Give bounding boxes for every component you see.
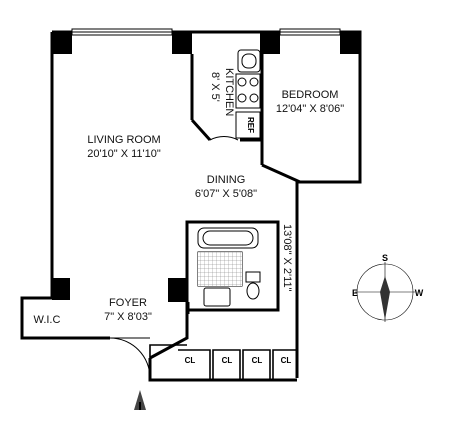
- bathroom-fixtures: [197, 227, 261, 307]
- closet-label-4: CL: [281, 356, 292, 365]
- entrance-arrow-icon: [134, 390, 146, 410]
- room-labels: LIVING ROOM 20'10" X 11'10" KITCHEN 8' X…: [34, 68, 345, 365]
- compass-rose-icon: S E W: [352, 253, 424, 322]
- closet-label-3: CL: [252, 356, 263, 365]
- bedroom-name: BEDROOM: [282, 89, 339, 101]
- compass-e: E: [352, 288, 358, 298]
- wic-label: W.I.C: [34, 314, 61, 326]
- ref-label: REF: [246, 117, 255, 133]
- kitchen-name: KITCHEN: [223, 68, 235, 116]
- compass-s: S: [382, 253, 388, 263]
- doors: [109, 136, 239, 379]
- interior-walls: [72, 54, 301, 380]
- foyer-dims: 7" X 8'03": [104, 311, 152, 323]
- hall-dims: 13'08" X 2'11": [281, 224, 293, 292]
- pillars: [52, 32, 360, 302]
- dining-dims: 6'07" X 5'08": [195, 188, 257, 200]
- closet-label-2: CL: [222, 356, 233, 365]
- dining-name: DINING: [207, 174, 246, 186]
- kitchen-fixtures: REF: [235, 49, 261, 139]
- kitchen-dims: 8' X 5': [209, 72, 221, 102]
- bedroom-dims: 12'04" X 8'06": [276, 103, 344, 115]
- living-room-name: LIVING ROOM: [87, 134, 160, 146]
- closet-label-1: CL: [185, 356, 196, 365]
- compass-w: W: [415, 288, 424, 298]
- foyer-name: FOYER: [109, 297, 147, 309]
- living-room-dims: 20'10" X 11'10": [87, 148, 161, 160]
